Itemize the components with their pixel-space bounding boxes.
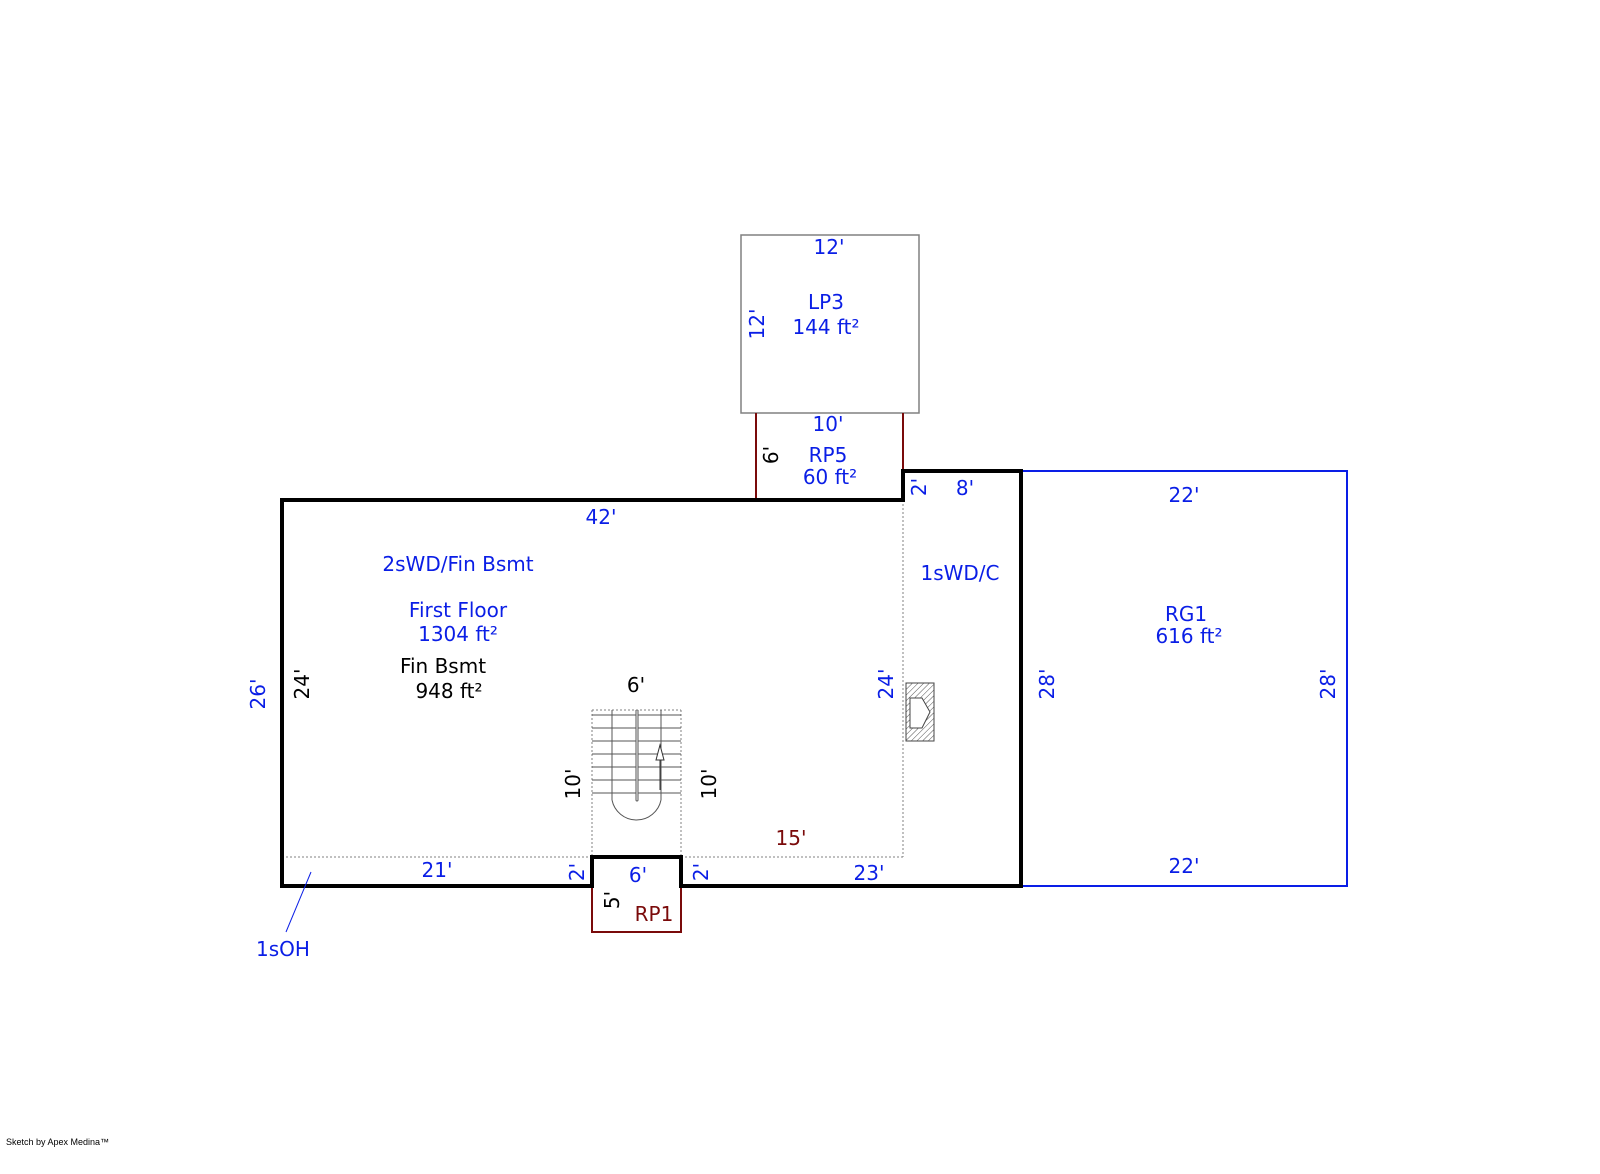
dim-rp5-top: 10' (813, 412, 844, 436)
dim-main-top: 42' (586, 505, 617, 529)
side-area-name: 1sWD/C (920, 561, 999, 585)
dim-rp1-step-left: 2' (565, 863, 589, 881)
lp3-area: 144 ft² (792, 315, 859, 339)
overhang-leader-line (285, 871, 312, 933)
main-house-outline (280, 469, 1023, 888)
dim-rg1-bottom: 22' (1169, 854, 1200, 878)
dim-main-left-inner: 24' (290, 669, 314, 700)
dim-stair-left: 10' (561, 769, 585, 800)
stair-arrow-icon (655, 743, 665, 790)
dim-main-right-inner: 24' (874, 669, 898, 700)
dim-rp5-left: 6' (759, 446, 783, 464)
lp3-outline (740, 234, 920, 414)
dim-side-step: 2' (907, 478, 931, 496)
lp3-name: LP3 (808, 290, 844, 314)
rp1-outline (591, 886, 682, 933)
dim-side-right: 28' (1035, 669, 1059, 700)
overhang-label: 1sOH (256, 937, 310, 961)
rg1-name: RG1 (1165, 602, 1207, 626)
first-floor-label: First Floor (409, 598, 508, 622)
dim-lp3-left: 12' (745, 309, 769, 340)
dim-side-top: 8' (956, 476, 974, 500)
dim-inner-bottom: 15' (776, 826, 807, 850)
dim-rg1-right: 28' (1316, 669, 1340, 700)
dim-stair-top: 6' (627, 673, 645, 697)
rg1-area: 616 ft² (1155, 624, 1222, 648)
rp5-area: 60 ft² (803, 465, 857, 489)
dim-rp1-depth: 5' (600, 891, 624, 909)
fin-bsmt-area: 948 ft² (415, 679, 482, 703)
dim-rg1-top: 22' (1169, 483, 1200, 507)
sketch-credit: Sketch by Apex Medina™ (6, 1137, 110, 1147)
rp1-name: RP1 (635, 902, 674, 926)
main-area-name: 2sWD/Fin Bsmt (382, 552, 533, 576)
rp5-name: RP5 (809, 443, 848, 467)
stairs-symbol (592, 710, 681, 821)
dim-lp3-top: 12' (814, 235, 845, 259)
rg1-outline (1021, 470, 1348, 887)
dim-bottom-left: 21' (422, 858, 453, 882)
dim-main-left-outer: 26' (246, 679, 270, 710)
dim-bottom-right: 23' (854, 861, 885, 885)
first-floor-area: 1304 ft² (418, 622, 498, 646)
dim-rp1-step-right: 2' (689, 863, 713, 881)
dim-stair-right: 10' (697, 769, 721, 800)
dim-rp1-width: 6' (629, 863, 647, 887)
fin-bsmt-label: Fin Bsmt (400, 654, 486, 678)
fireplace-icon (905, 682, 935, 742)
